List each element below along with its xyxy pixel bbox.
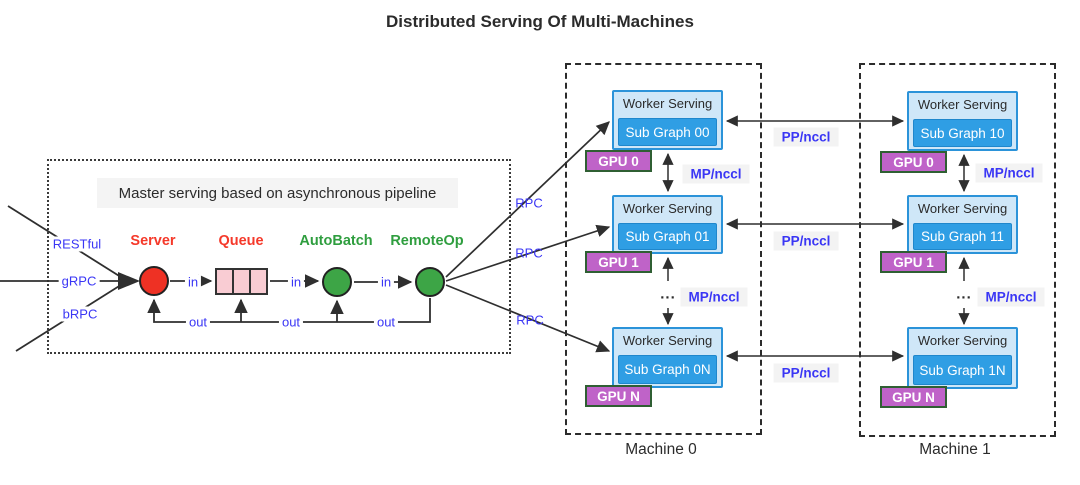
rpc-label-1: RPC	[515, 195, 543, 211]
pp-nccl-label-middle: PP/nccl	[773, 231, 839, 251]
subgraph-1N: Sub Graph 1N	[913, 355, 1012, 385]
server-input-arrowhead	[118, 272, 140, 290]
gpu-badge-m0-0: GPU 0	[585, 150, 652, 172]
worker-serving-0N: Worker Serving Sub Graph 0N	[612, 327, 723, 388]
worker-title: Worker Serving	[622, 201, 713, 216]
machine-0-label: Machine 0	[625, 441, 697, 458]
worker-serving-01: Worker Serving Sub Graph 01	[612, 195, 723, 254]
master-heading: Master serving based on asynchronous pip…	[97, 178, 458, 208]
rpc-label-3: RPC	[516, 312, 544, 328]
worker-title: Worker Serving	[917, 97, 1008, 112]
pp-nccl-label-bottom: PP/nccl	[773, 363, 839, 383]
brpc-label: bRPC	[59, 306, 101, 322]
queue-node-icon	[215, 268, 268, 295]
subgraph-0N: Sub Graph 0N	[618, 355, 717, 384]
mp-nccl-label-m1-bottom: MP/nccl	[977, 287, 1045, 307]
machine-0-box	[565, 63, 762, 435]
autobatch-label: AutoBatch	[299, 233, 373, 249]
worker-serving-1N: Worker Serving Sub Graph 1N	[907, 327, 1018, 389]
queue-slot	[217, 270, 234, 293]
gpu-badge-m1-0: GPU 0	[880, 151, 947, 173]
master-pipeline-box	[47, 159, 511, 354]
page-title: Distributed Serving Of Multi-Machines	[386, 12, 694, 31]
subgraph-00: Sub Graph 00	[618, 118, 717, 146]
rpc-line-worker01	[445, 224, 611, 282]
ellipsis-m0: ...	[660, 285, 676, 303]
autobatch-node-icon	[322, 267, 352, 297]
gpu-badge-m1-1: GPU 1	[880, 251, 947, 273]
worker-serving-10: Worker Serving Sub Graph 10	[907, 91, 1018, 151]
worker-title: Worker Serving	[622, 333, 713, 348]
rpc-label-2: RPC	[515, 245, 543, 261]
remoteop-label: RemoteOp	[390, 233, 464, 249]
machine-1-label: Machine 1	[919, 441, 991, 458]
grpc-label: gRPC	[58, 273, 100, 289]
out-label-1: out	[185, 314, 211, 330]
pp-nccl-label-top: PP/nccl	[773, 127, 839, 147]
mp-nccl-label-m0-bottom: MP/nccl	[680, 287, 748, 307]
mp-nccl-label-m1-top: MP/nccl	[975, 163, 1043, 183]
rpc-line-worker00	[445, 121, 610, 278]
queue-label: Queue	[218, 233, 264, 249]
mp-nccl-label-m0-top: MP/nccl	[682, 164, 750, 184]
server-node-icon	[139, 266, 169, 296]
subgraph-01: Sub Graph 01	[618, 223, 717, 250]
in-label-1: in	[184, 274, 202, 290]
in-label-3: in	[377, 274, 395, 290]
worker-title: Worker Serving	[917, 333, 1008, 348]
worker-serving-11: Worker Serving Sub Graph 11	[907, 195, 1018, 254]
worker-serving-00: Worker Serving Sub Graph 00	[612, 90, 723, 150]
machine-1-box	[859, 63, 1056, 437]
ellipsis-m1: ...	[956, 285, 972, 303]
worker-title: Worker Serving	[917, 201, 1008, 216]
out-label-2: out	[278, 314, 304, 330]
subgraph-10: Sub Graph 10	[913, 119, 1012, 147]
remoteop-node-icon	[415, 267, 445, 297]
restful-label: RESTful	[49, 236, 105, 252]
subgraph-11: Sub Graph 11	[913, 223, 1012, 250]
rpc-line-worker0N	[445, 284, 611, 353]
worker-title: Worker Serving	[622, 96, 713, 111]
queue-slot	[234, 270, 251, 293]
out-label-3: out	[373, 314, 399, 330]
gpu-badge-m0-N: GPU N	[585, 385, 652, 407]
in-label-2: in	[287, 274, 305, 290]
gpu-badge-m0-1: GPU 1	[585, 251, 652, 273]
server-label: Server	[130, 233, 176, 249]
gpu-badge-m1-N: GPU N	[880, 386, 947, 408]
